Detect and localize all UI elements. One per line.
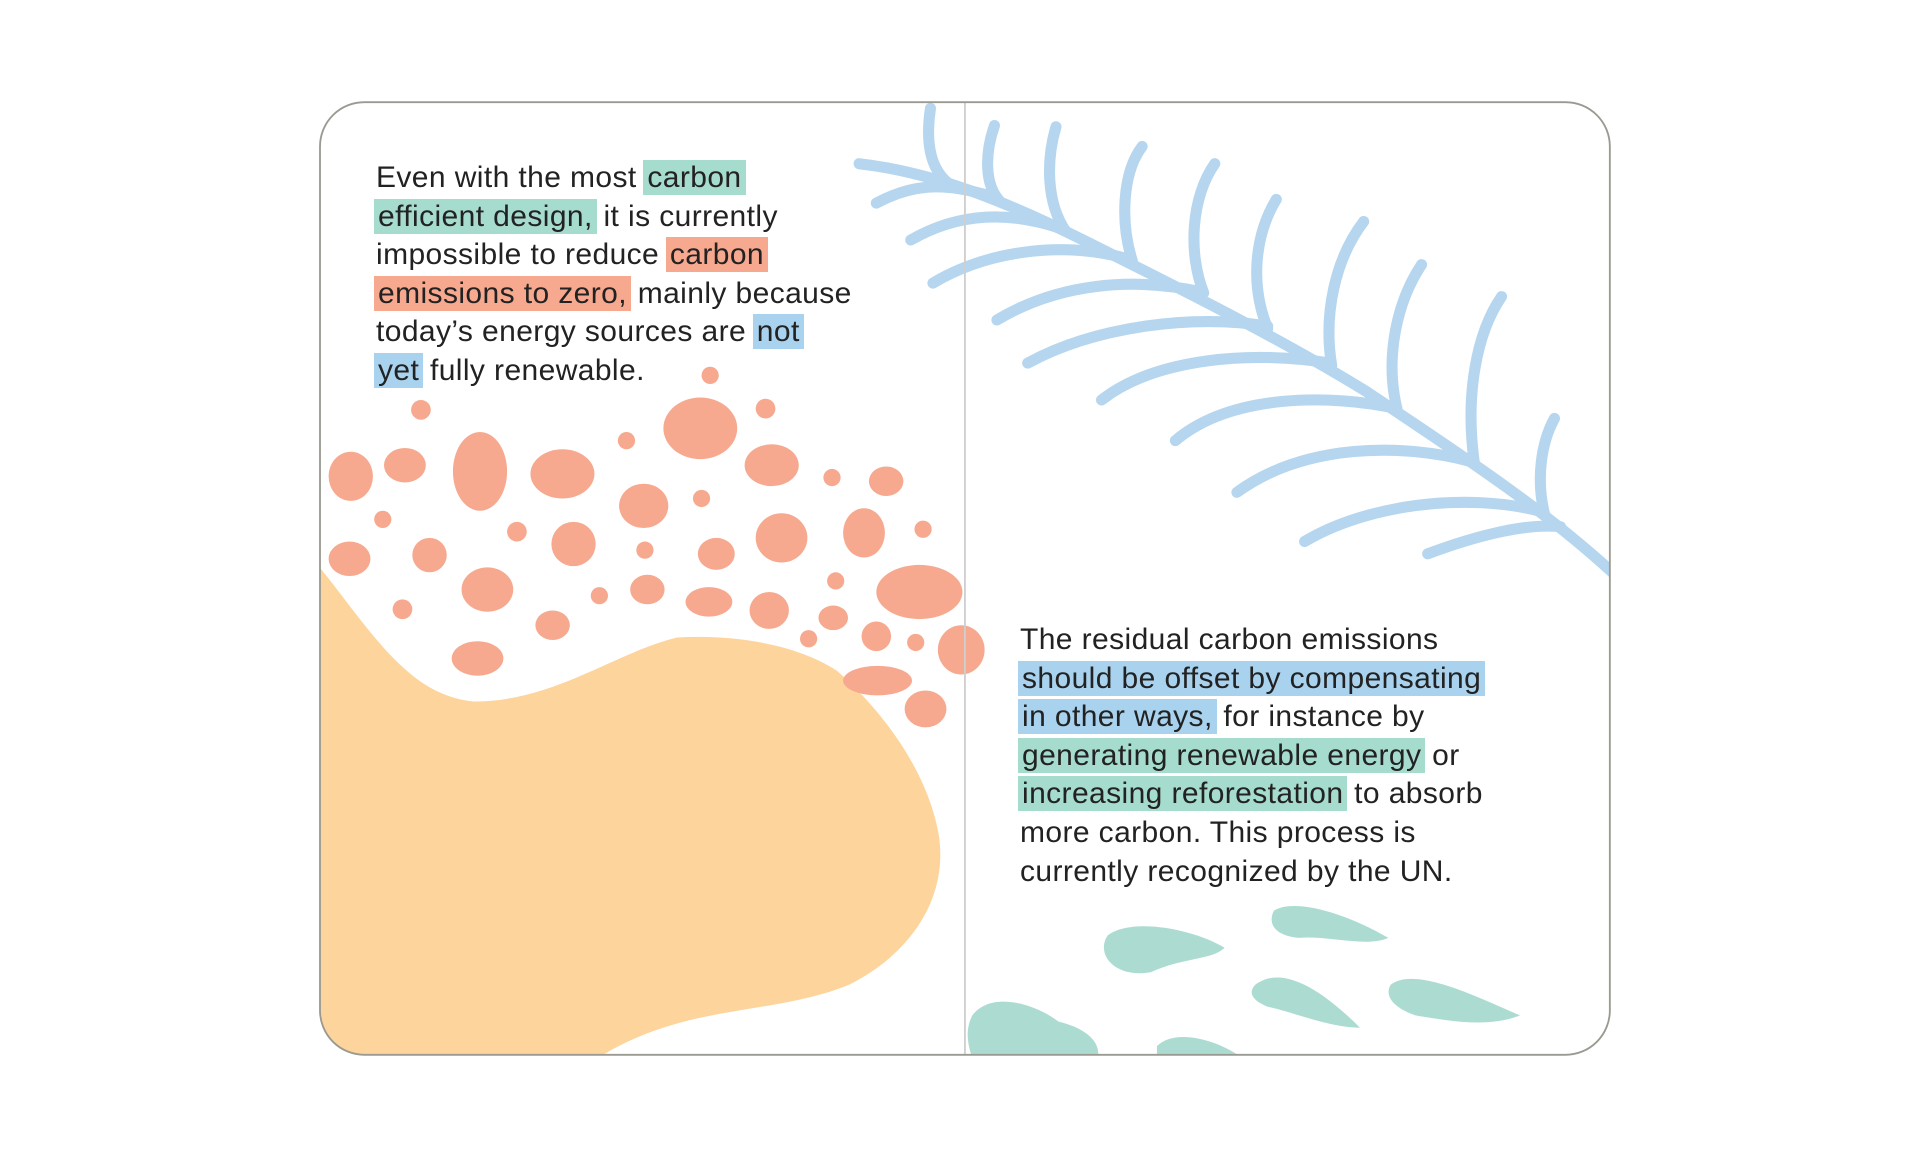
text-segment: mainly because: [628, 276, 852, 310]
highlighted-phrase-green: increasing reforestation: [1018, 776, 1348, 812]
orange-dot: [411, 400, 431, 420]
orange-dot: [551, 521, 596, 567]
orange-dot: [617, 432, 636, 450]
highlighted-phrase-blue: in other ways,: [1018, 699, 1217, 735]
orange-dot: [823, 468, 841, 487]
text-segment: or: [1423, 738, 1460, 772]
fern-branch-icon: [853, 102, 1610, 578]
highlighted-phrase-green: efficient design,: [374, 198, 597, 234]
text-line: efficient design, it is currently: [374, 198, 852, 237]
orange-dot: [744, 444, 799, 487]
highlighted-phrase-orange: emissions to zero,: [374, 275, 631, 311]
orange-dot: [328, 451, 373, 501]
text-line: should be offset by compensating: [1018, 660, 1486, 699]
orange-dot: [636, 541, 654, 559]
orange-dot: [904, 690, 947, 728]
text-segment: fully renewable.: [421, 353, 645, 387]
text-line: increasing reforestation to absorb: [1018, 775, 1483, 814]
text-segment: today’s energy sources are: [376, 315, 755, 349]
text-line: emissions to zero, mainly because: [374, 275, 852, 314]
text-segment: for instance by: [1214, 700, 1425, 734]
text-line: impossible to reduce carbon: [376, 236, 852, 275]
orange-dot: [800, 630, 818, 648]
text-segment: to absorb: [1345, 777, 1483, 811]
orange-dot: [663, 397, 738, 460]
orange-dot: [697, 537, 735, 570]
highlighted-phrase-green: carbon: [643, 160, 746, 195]
orange-dot: [843, 508, 885, 558]
orange-dot: [701, 366, 719, 384]
highlighted-phrase-blue: should be offset by compensating: [1018, 660, 1486, 696]
orange-dot: [937, 625, 985, 675]
booklet-border: [319, 101, 1611, 1056]
orange-dot: [827, 572, 845, 590]
text-line: yet fully renewable.: [374, 352, 852, 391]
orange-dot: [630, 574, 665, 605]
highlighted-phrase-blue: not: [752, 314, 804, 350]
text-segment: more carbon. This process is: [1020, 815, 1416, 849]
orange-dot: [685, 587, 733, 617]
orange-dot: [392, 599, 413, 620]
orange-dot: [451, 641, 504, 676]
orange-dot: [507, 521, 527, 542]
text-segment: currently recognized by the UN.: [1020, 854, 1453, 888]
orange-dot: [535, 610, 570, 640]
text-segment: impossible to reduce: [376, 238, 668, 272]
orange-dot: [530, 449, 595, 499]
text-line: generating renewable energy or: [1018, 737, 1483, 776]
orange-dot: [843, 665, 912, 696]
orange-dot: [619, 483, 669, 528]
orange-dot: [755, 513, 808, 563]
orange-dot: [907, 633, 925, 652]
text-line: currently recognized by the UN.: [1020, 853, 1483, 892]
orange-dot: [590, 587, 608, 605]
orange-dot: [861, 621, 892, 652]
orange-dot: [692, 489, 711, 508]
text-line: Even with the most carbon: [376, 159, 852, 198]
orange-dot: [412, 537, 447, 573]
orange-dots: [328, 366, 985, 728]
text-line: today’s energy sources are not: [376, 313, 852, 352]
text-segment: Even with the most: [376, 161, 646, 194]
orange-dot: [818, 605, 848, 631]
yellow-blob: [320, 560, 941, 1055]
right-paragraph: The residual carbon emissions should be o…: [1018, 621, 1486, 892]
teal-leaves: [967, 905, 1520, 1055]
orange-dot: [876, 564, 963, 620]
orange-dot: [452, 432, 508, 511]
orange-dot: [384, 448, 426, 483]
text-line: The residual carbon emissions: [1020, 621, 1483, 660]
text-segment: The residual carbon emissions: [1020, 623, 1439, 656]
orange-dot: [749, 592, 789, 629]
highlighted-phrase-blue: yet: [374, 352, 424, 388]
text-line: in other ways, for instance by: [1018, 698, 1483, 737]
text-segment: it is currently: [594, 199, 778, 233]
highlighted-phrase-orange: carbon: [665, 237, 769, 273]
orange-dot: [868, 466, 904, 496]
highlighted-phrase-green: generating renewable energy: [1018, 737, 1426, 773]
orange-dot: [461, 567, 514, 612]
orange-dot: [914, 520, 932, 538]
orange-dot: [755, 398, 776, 419]
text-line: more carbon. This process is: [1020, 814, 1483, 853]
orange-dot: [328, 541, 371, 576]
orange-dot: [374, 510, 392, 528]
